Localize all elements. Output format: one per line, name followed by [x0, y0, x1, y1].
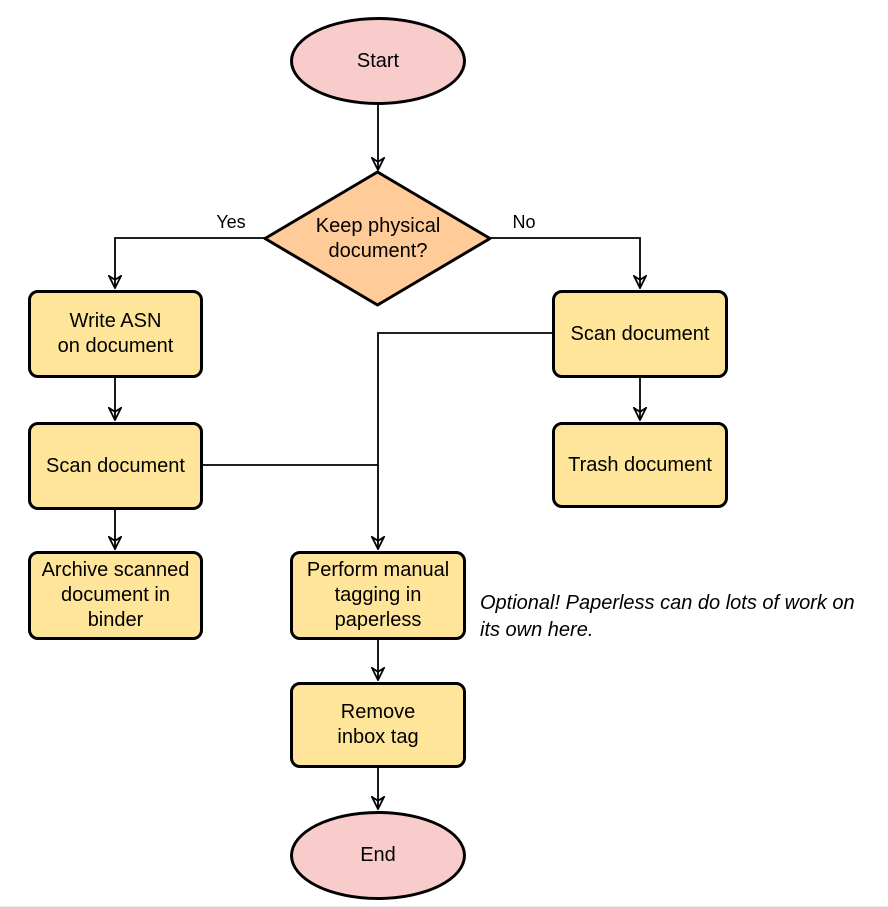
annotation-optional-note: Optional! Paperless can do lots of work …	[480, 592, 855, 641]
node-manual-tagging: Perform manual tagging in paperless	[290, 551, 466, 640]
edge-label-no: No	[493, 211, 555, 233]
node-archive-document: Archive scanned document in binder	[28, 551, 203, 640]
node-decision: Keep physical document?	[278, 201, 478, 276]
node-scan-document-left: Scan document	[28, 422, 203, 510]
node-write-asn-label: Write ASN on document	[57, 310, 174, 357]
edge-decision-to-write-asn	[115, 237, 265, 288]
node-archive-document-label: Archive scanned document in binder	[41, 559, 190, 631]
node-remove-inbox-tag-label: Remove inbox tag	[337, 701, 419, 748]
node-start-label: Start	[356, 49, 400, 72]
node-write-asn: Write ASN on document	[28, 290, 203, 378]
edge-scan-right-to-tagging	[378, 332, 552, 549]
node-scan-document-left-label: Scan document	[46, 454, 185, 477]
node-manual-tagging-label: Perform manual tagging in paperless	[306, 559, 450, 631]
node-start: Start	[290, 17, 466, 105]
edge-decision-to-scan-right	[490, 237, 640, 288]
node-end: End	[290, 811, 466, 900]
node-decision-label: Keep physical document?	[315, 214, 441, 262]
node-remove-inbox-tag: Remove inbox tag	[290, 682, 466, 768]
edge-label-yes: Yes	[200, 211, 262, 233]
node-scan-document-right: Scan document	[552, 290, 728, 378]
decision-diamond-shape	[263, 170, 492, 307]
node-trash-document-label: Trash document	[568, 453, 712, 476]
node-end-label: End	[360, 844, 396, 866]
node-scan-document-right-label: Scan document	[570, 322, 710, 345]
node-trash-document: Trash document	[552, 422, 728, 508]
